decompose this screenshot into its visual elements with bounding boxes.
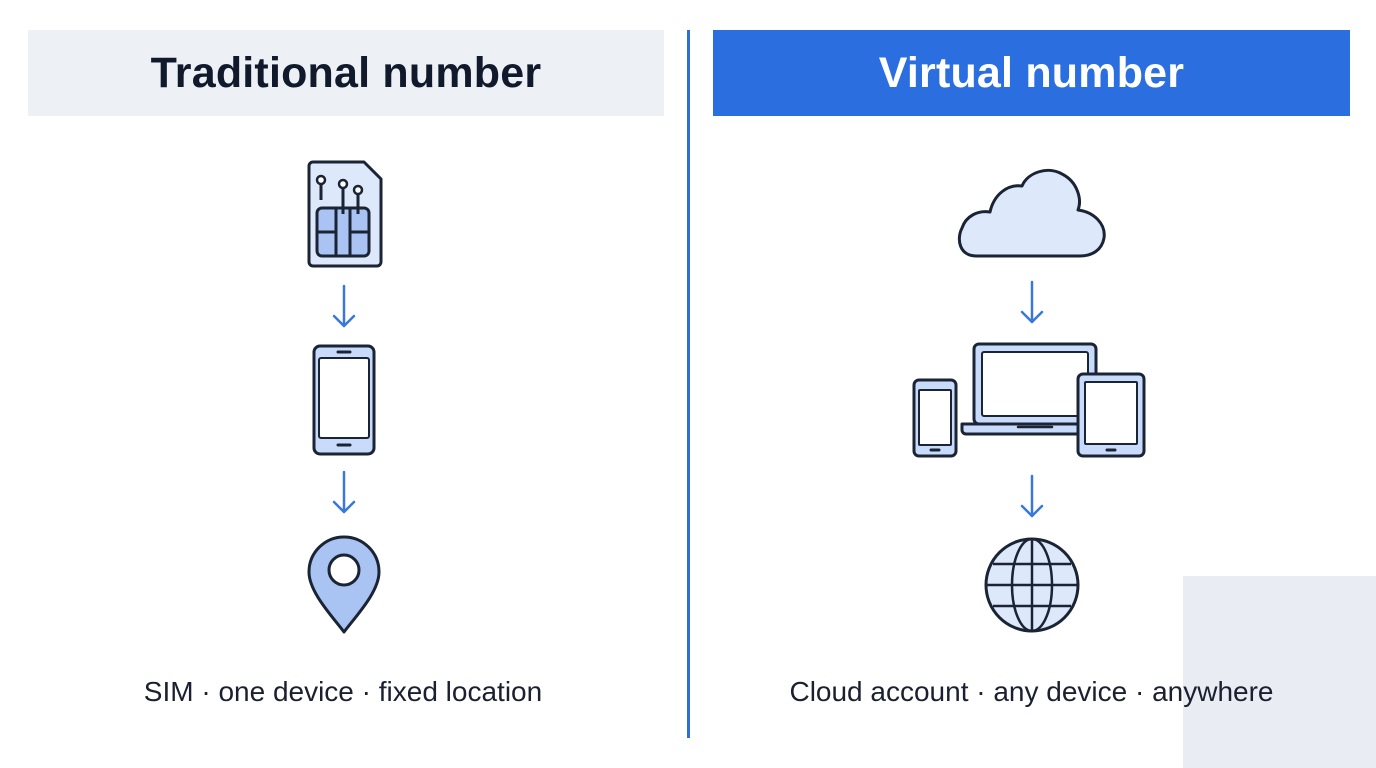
traditional-number-header: Traditional number [28,30,664,116]
traditional-number-caption: SIM · one device · fixed location [143,676,543,707]
virtual-number-title: Virtual number [878,48,1185,97]
arrow-down-icon [332,470,356,514]
devices-icon [912,342,1146,458]
arrow-down-icon [332,284,356,328]
arrow-down-icon [1020,280,1044,324]
center-divider [687,30,690,738]
arrow-down-icon [1020,474,1044,518]
cloud-icon [957,169,1106,258]
location-pin-icon [307,535,381,634]
smartphone-icon [312,344,376,456]
globe-icon [984,537,1080,633]
sim-card-icon [307,160,383,268]
traditional-number-title: Traditional number [150,48,542,97]
virtual-number-header: Virtual number [713,30,1350,116]
corner-panel [1183,576,1376,768]
virtual-number-caption: Cloud account · any device · anywhere [789,676,1274,707]
